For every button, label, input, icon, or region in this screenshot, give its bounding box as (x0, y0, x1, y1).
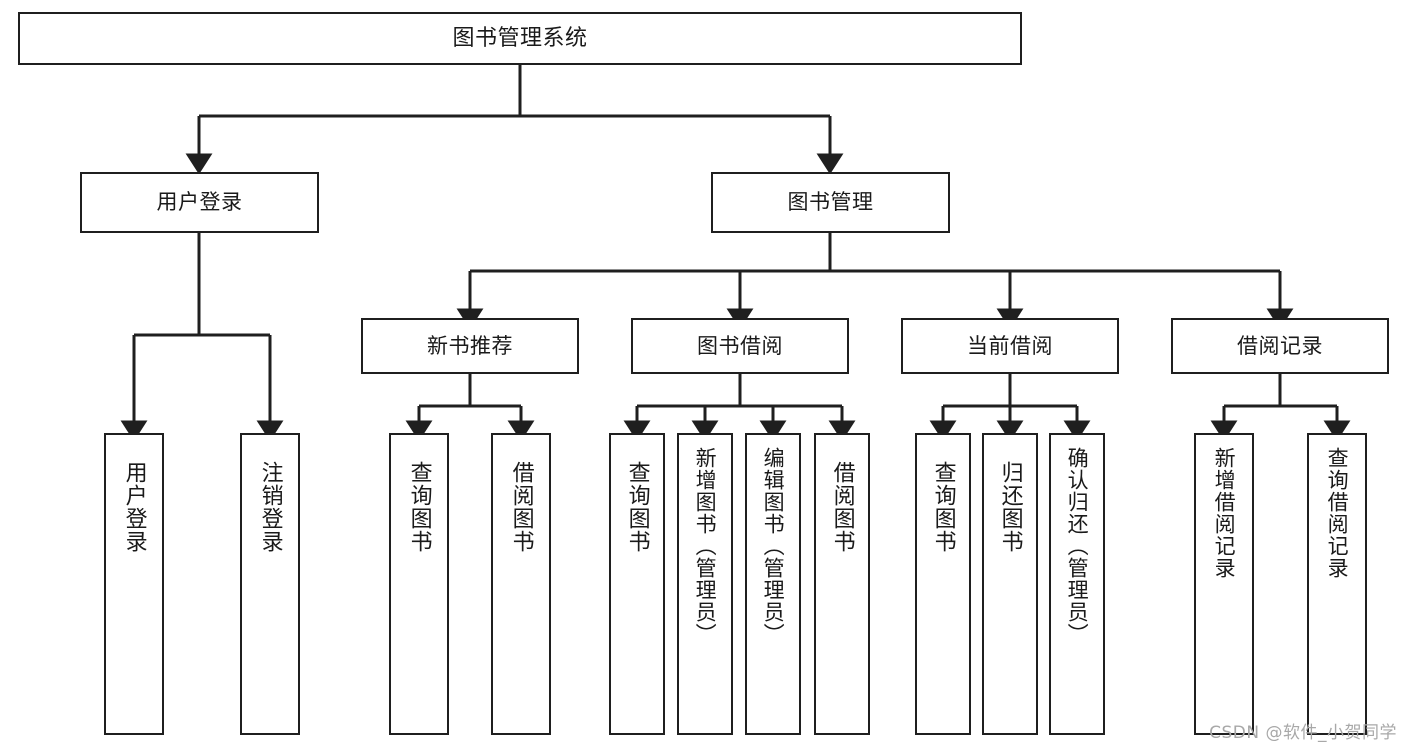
node-label: 新书推荐 (427, 333, 513, 358)
node-book-management[interactable]: 图书管理 (711, 172, 950, 233)
leaf-current-confirm-return-admin[interactable]: 确认归还（管理员） (1049, 433, 1105, 735)
node-label: 编辑图书（管理员） (761, 447, 786, 645)
node-new-book-recommendation[interactable]: 新书推荐 (361, 318, 579, 374)
node-label: 查询图书 (930, 461, 956, 553)
node-label: 查询图书 (624, 461, 650, 553)
leaf-borrow-edit-book-admin[interactable]: 编辑图书（管理员） (745, 433, 801, 735)
node-book-borrowing[interactable]: 图书借阅 (631, 318, 849, 374)
node-label: 确认归还（管理员） (1065, 447, 1090, 645)
node-label: 新增借阅记录 (1212, 447, 1237, 579)
leaf-logout[interactable]: 注销登录 (240, 433, 300, 735)
node-root-book-management-system[interactable]: 图书管理系统 (18, 12, 1022, 65)
node-borrowing-records[interactable]: 借阅记录 (1171, 318, 1389, 374)
node-user-login[interactable]: 用户登录 (80, 172, 319, 233)
node-label: 用户登录 (156, 190, 243, 215)
leaf-current-return-book[interactable]: 归还图书 (982, 433, 1038, 735)
node-label: 查询图书 (406, 461, 432, 553)
node-label: 注销登录 (257, 461, 283, 553)
node-label: 借阅图书 (829, 461, 855, 553)
leaf-new-book-borrow[interactable]: 借阅图书 (491, 433, 551, 735)
watermark-text: CSDN @软件_小贺同学 (1209, 723, 1397, 743)
leaf-query-borrow-record[interactable]: 查询借阅记录 (1307, 433, 1367, 735)
leaf-borrow-add-book-admin[interactable]: 新增图书（管理员） (677, 433, 733, 735)
node-label: 图书管理系统 (452, 25, 588, 51)
leaf-user-login[interactable]: 用户登录 (104, 433, 164, 735)
leaf-borrow-book[interactable]: 借阅图书 (814, 433, 870, 735)
leaf-current-query-book[interactable]: 查询图书 (915, 433, 971, 735)
leaf-add-borrow-record[interactable]: 新增借阅记录 (1194, 433, 1254, 735)
node-label: 借阅图书 (508, 461, 534, 553)
node-label: 当前借阅 (967, 333, 1053, 358)
node-label: 用户登录 (121, 461, 147, 553)
node-label: 图书借阅 (697, 333, 783, 358)
node-current-borrowing[interactable]: 当前借阅 (901, 318, 1119, 374)
node-label: 查询借阅记录 (1325, 447, 1350, 579)
leaf-new-book-query[interactable]: 查询图书 (389, 433, 449, 735)
leaf-borrow-query-book[interactable]: 查询图书 (609, 433, 665, 735)
node-label: 新增图书（管理员） (693, 447, 718, 645)
node-label: 借阅记录 (1237, 333, 1323, 358)
node-label: 图书管理 (787, 190, 874, 215)
node-label: 归还图书 (997, 461, 1023, 553)
